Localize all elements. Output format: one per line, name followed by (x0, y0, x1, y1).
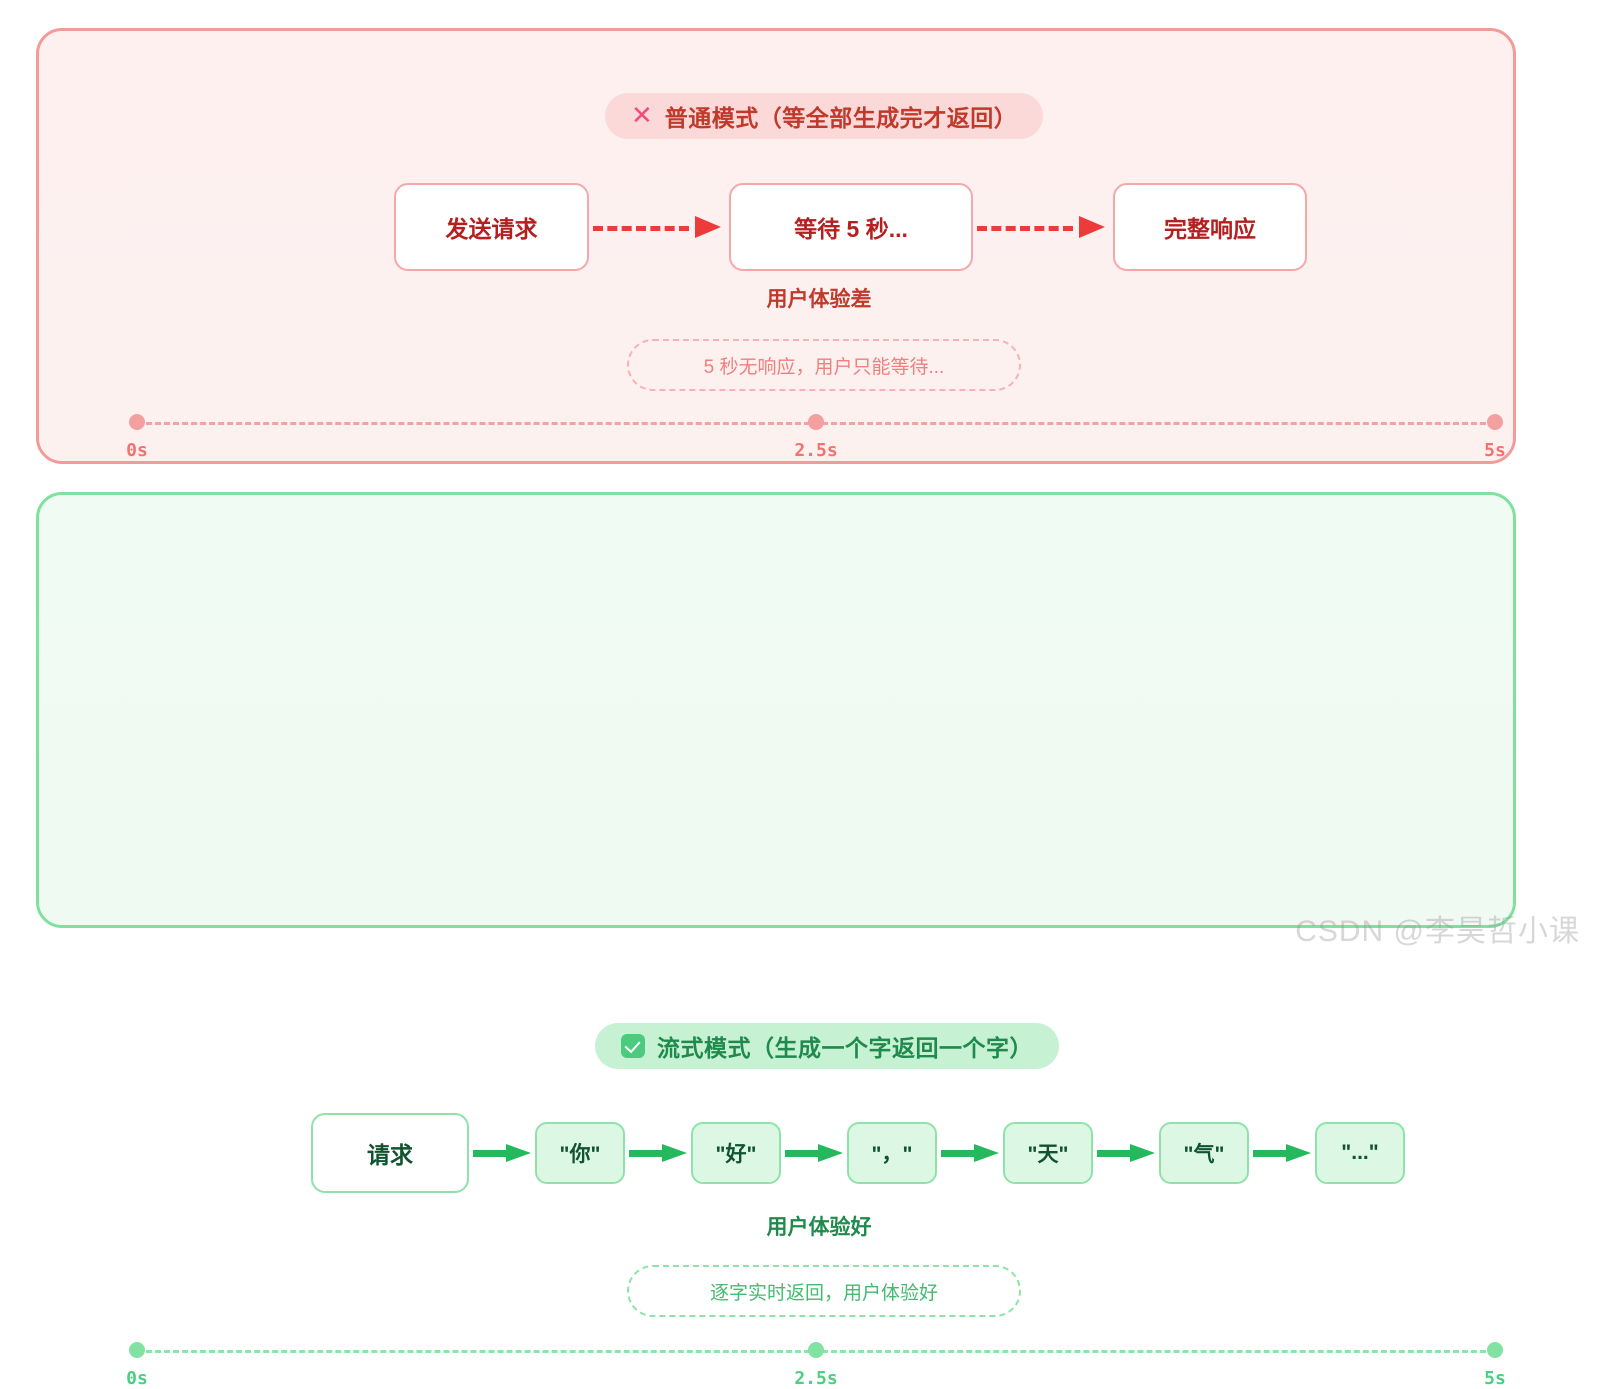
timeline-label-0s: 0s (126, 440, 148, 461)
token-chip-1: "你" (535, 1122, 625, 1184)
diagram-canvas: ✕ 普通模式（等全部生成完才返回） 发送请求 等待 5 秒... 完整响应 用户… (0, 0, 1600, 960)
flow-node-send-request: 发送请求 (394, 183, 589, 271)
timeline-label-2.5s: 2.5s (794, 440, 838, 461)
stream-mode-timeline: 0s 2.5s 5s (126, 1342, 1506, 1389)
flow-node-wait: 等待 5 秒... (729, 183, 973, 271)
timeline-dot-5s (1487, 1342, 1503, 1358)
arrow-dashed-icon-1 (589, 216, 729, 238)
arrow-solid-icon-5 (1093, 1144, 1159, 1162)
arrow-dashed-icon-2 (973, 216, 1113, 238)
token-chip-6: "..." (1315, 1122, 1405, 1184)
stream-mode-card: 流式模式（生成一个字返回一个字） 请求 "你" "好" "，" "天" "气" … (36, 492, 1516, 1389)
timeline-dot-5s (1487, 414, 1503, 430)
token-chip-5: "气" (1159, 1122, 1249, 1184)
stream-mode-flow: 请求 "你" "好" "，" "天" "气" "..." (311, 1113, 1405, 1193)
stream-mode-note: 逐字实时返回，用户体验好 (627, 1265, 1021, 1317)
normal-mode-header: ✕ 普通模式（等全部生成完才返回） (605, 93, 1044, 139)
normal-mode-card: ✕ 普通模式（等全部生成完才返回） 发送请求 等待 5 秒... 完整响应 用户… (36, 28, 1516, 464)
arrow-solid-icon-3 (781, 1144, 847, 1162)
normal-mode-caption: 用户体验差 (766, 288, 872, 311)
x-mark-icon: ✕ (631, 100, 653, 130)
token-chip-2: "好" (691, 1122, 781, 1184)
timeline-dot-0s (129, 414, 145, 430)
stream-mode-caption: 用户体验好 (766, 1216, 872, 1239)
token-chip-4: "天" (1003, 1122, 1093, 1184)
flow-node-request: 请求 (311, 1113, 469, 1193)
arrow-solid-icon-6 (1249, 1144, 1315, 1162)
arrow-solid-icon-2 (625, 1144, 691, 1162)
arrow-solid-icon-1 (469, 1144, 535, 1162)
normal-mode-note: 5 秒无响应，用户只能等待... (627, 339, 1021, 391)
flow-node-full-response: 完整响应 (1113, 183, 1307, 271)
arrow-solid-icon-4 (937, 1144, 1003, 1162)
timeline-label-5s: 5s (1484, 440, 1506, 461)
timeline-dot-2.5s (808, 414, 824, 430)
token-chip-3: "，" (847, 1122, 937, 1184)
timeline-dot-2.5s (808, 1342, 824, 1358)
timeline-label-2.5s: 2.5s (794, 1368, 838, 1389)
timeline-label-5s: 5s (1484, 1368, 1506, 1389)
normal-mode-timeline: 0s 2.5s 5s (126, 414, 1506, 461)
watermark: CSDN @李昊哲小课 (1295, 915, 1580, 948)
timeline-label-0s: 0s (126, 1368, 148, 1389)
normal-mode-title: 普通模式（等全部生成完才返回） (664, 105, 1018, 131)
timeline-dot-0s (129, 1342, 145, 1358)
normal-mode-flow: 发送请求 等待 5 秒... 完整响应 (394, 183, 1307, 271)
stream-mode-header: 流式模式（生成一个字返回一个字） (595, 1023, 1059, 1069)
check-box-icon (621, 1034, 645, 1058)
stream-mode-title: 流式模式（生成一个字返回一个字） (657, 1035, 1033, 1061)
